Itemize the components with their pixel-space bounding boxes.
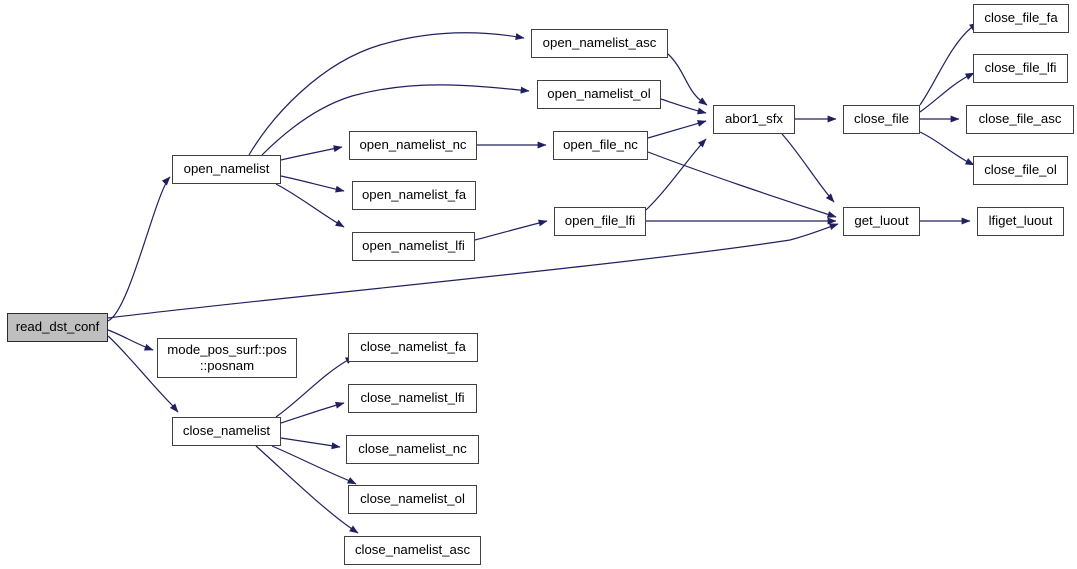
node-close_file_lfi[interactable]: close_file_lfi (973, 54, 1068, 83)
edge-open_file_nc-to-get_luout (647, 151, 837, 218)
node-open_namelist_nc[interactable]: open_namelist_nc (349, 131, 477, 160)
edge-open_namelist_ol-to-abor1_sfx (660, 98, 707, 115)
edge-close_namelist-to-close_namelist_ol (271, 445, 357, 485)
node-close_namelist_lfi[interactable]: close_namelist_lfi (348, 384, 477, 413)
edge-open_namelist_lfi-to-open_file_lfi (474, 219, 548, 241)
edge-close_namelist-to-close_namelist_nc (280, 437, 341, 450)
node-close_namelist[interactable]: close_namelist (172, 417, 281, 446)
node-close_file[interactable]: close_file (843, 105, 920, 134)
edge-close_file-to-close_file_ol (919, 131, 975, 166)
edge-open_namelist-to-open_namelist_nc (280, 145, 343, 161)
node-read_dst_conf[interactable]: read_dst_conf (7, 313, 108, 342)
edge-read_dst_conf-to-open_namelist (107, 176, 171, 322)
node-open_namelist_ol[interactable]: open_namelist_ol (537, 80, 661, 109)
edge-close_namelist-to-close_namelist_lfi (280, 401, 345, 424)
edge-open_namelist-to-open_namelist_fa (280, 175, 345, 193)
node-lfiget_luout[interactable]: lfiget_luout (977, 207, 1064, 236)
edge-open_namelist_asc-to-abor1_sfx (667, 53, 708, 106)
node-close_namelist_asc[interactable]: close_namelist_asc (344, 536, 481, 565)
node-close_namelist_fa[interactable]: close_namelist_fa (348, 333, 478, 362)
edge-close_namelist-to-close_namelist_asc (255, 445, 359, 534)
edge-open_file_lfi-to-abor1_sfx (645, 138, 707, 211)
node-open_file_lfi[interactable]: open_file_lfi (554, 207, 646, 236)
node-mode_pos_surf[interactable]: mode_pos_surf::pos ::posnam (157, 338, 297, 378)
node-open_file_nc[interactable]: open_file_nc (553, 131, 648, 160)
node-open_namelist_fa[interactable]: open_namelist_fa (352, 181, 476, 210)
node-close_file_asc[interactable]: close_file_asc (966, 105, 1074, 134)
node-close_namelist_nc[interactable]: close_namelist_nc (346, 435, 479, 464)
edge-close_file-to-close_file_fa (919, 22, 979, 106)
node-open_namelist[interactable]: open_namelist (172, 155, 281, 184)
node-abor1_sfx[interactable]: abor1_sfx (713, 105, 795, 134)
node-close_file_fa[interactable]: close_file_fa (973, 4, 1069, 33)
node-open_namelist_asc[interactable]: open_namelist_asc (531, 29, 668, 58)
node-open_namelist_lfi[interactable]: open_namelist_lfi (352, 232, 475, 261)
edge-open_namelist-to-open_namelist_lfi (275, 183, 345, 228)
edge-abor1_sfx-to-get_luout (781, 133, 835, 203)
node-close_file_ol[interactable]: close_file_ol (973, 156, 1068, 185)
node-get_luout[interactable]: get_luout (843, 207, 920, 236)
node-close_namelist_ol[interactable]: close_namelist_ol (348, 485, 477, 514)
edge-read_dst_conf-to-mode_pos_surf (107, 329, 154, 351)
edge-open_file_nc-to-abor1_sfx (647, 120, 707, 139)
